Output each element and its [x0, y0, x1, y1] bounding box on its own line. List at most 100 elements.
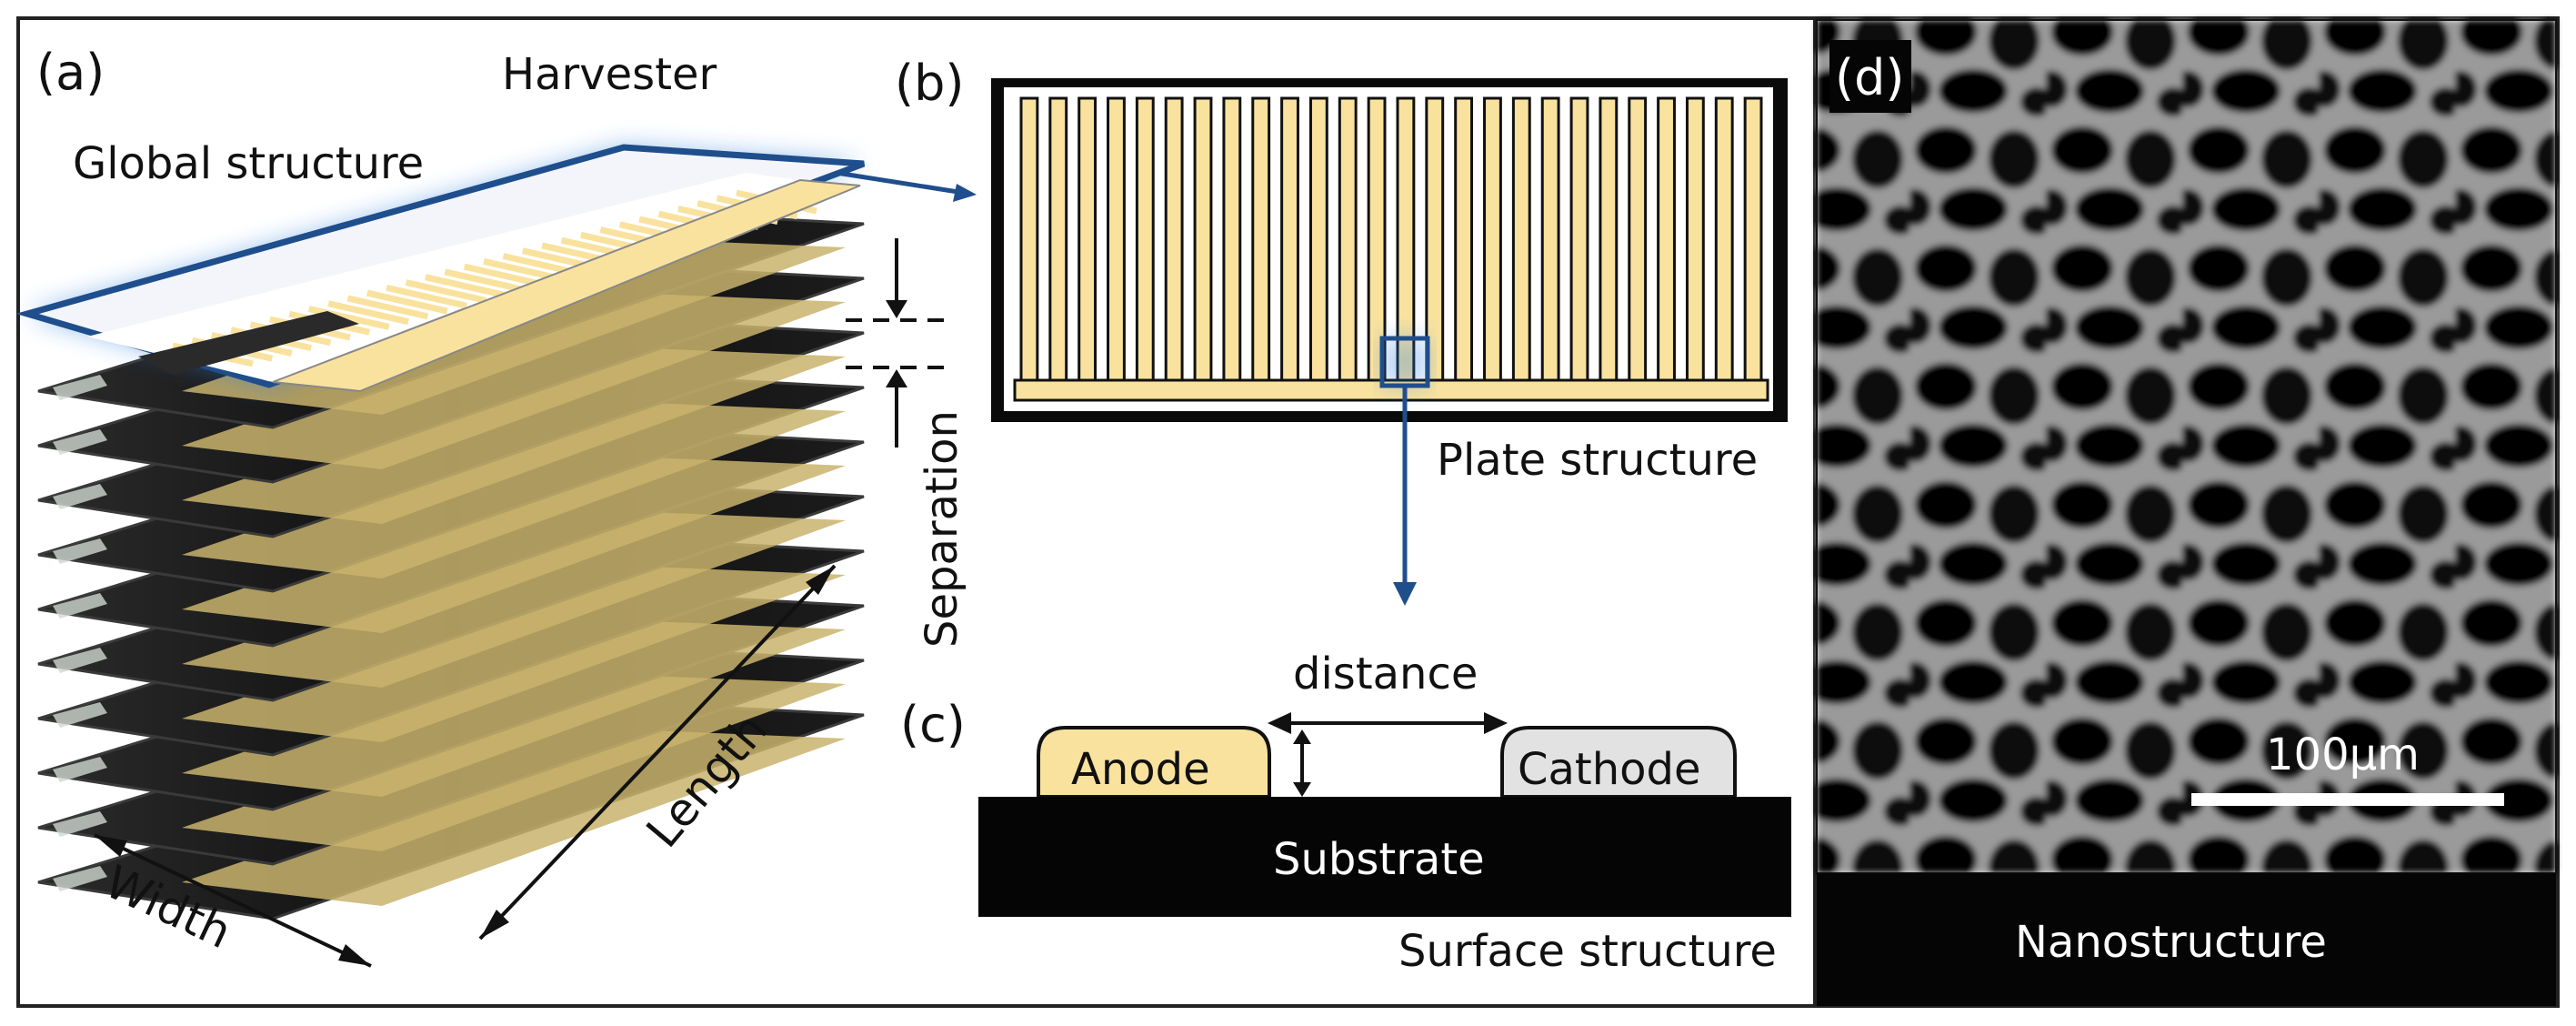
- arrowhead-icon: [480, 910, 509, 939]
- plate-electrode-band: [182, 347, 846, 524]
- comb-finger: [1714, 96, 1734, 382]
- electrode-finger: [425, 274, 506, 299]
- plate-electrode-band: [182, 511, 846, 688]
- comb-finger: [1338, 96, 1358, 382]
- plate-edge-highlight: [53, 484, 107, 509]
- arrowhead-icon: [1484, 712, 1508, 734]
- zoom-box-glow: [1382, 338, 1428, 386]
- panel-a-letter: (a): [36, 44, 105, 101]
- comb-finger: [1048, 96, 1068, 382]
- panel-d-letter: (d): [1835, 49, 1904, 106]
- comb-finger: [1483, 96, 1502, 382]
- comb-finger: [1222, 96, 1242, 382]
- top-plate-contact: [138, 311, 359, 375]
- comb-finger: [1425, 96, 1445, 382]
- comb-finger: [1135, 96, 1155, 382]
- panel-c-letter: (c): [900, 696, 966, 753]
- electrode-finger: [307, 306, 390, 330]
- substrate: [978, 797, 1791, 917]
- arrowhead-icon: [806, 566, 835, 595]
- sem-image: [1817, 20, 2556, 873]
- panel-a: (a) Harvester Global structure Separatio…: [15, 44, 977, 968]
- arrowhead-icon: [1293, 782, 1311, 797]
- arrowhead-icon: [1393, 582, 1417, 606]
- scale-bar: [2191, 793, 2504, 806]
- top-plate: [15, 144, 866, 393]
- plate-edge-highlight: [53, 757, 107, 782]
- comb-finger: [1685, 96, 1705, 382]
- plate-edge-highlight: [53, 648, 107, 673]
- anode-label: Anode: [1071, 744, 1210, 795]
- plate-structure-label: Plate structure: [1437, 435, 1758, 486]
- comb-finger: [1251, 96, 1271, 382]
- comb-finger: [1628, 96, 1648, 382]
- arrowhead-icon: [886, 300, 907, 318]
- figure-frame: [16, 16, 2560, 1008]
- distance-label: distance: [1293, 649, 1478, 699]
- cathode-label: Cathode: [1518, 744, 1701, 795]
- electrode-finger: [366, 289, 448, 315]
- comb-finger: [1164, 96, 1184, 382]
- comb-finger: [1454, 96, 1474, 382]
- panel-b: (b) Plate structure: [895, 55, 1788, 606]
- arrowhead-icon: [95, 835, 127, 857]
- anode-electrode: [1037, 726, 1271, 799]
- plate-edge-highlight: [53, 538, 107, 564]
- separation-indicator: Separation: [846, 238, 967, 648]
- nanostructure-label: Nanostructure: [2015, 917, 2327, 968]
- plate-edge-highlight: [53, 593, 107, 619]
- comb-finger: [1511, 96, 1531, 382]
- cathode-electrode: [1500, 726, 1737, 799]
- plate-edge-highlight: [53, 429, 107, 455]
- surface-structure-label: Surface structure: [1398, 926, 1777, 977]
- electrode-bus: [272, 178, 861, 393]
- electrode-finger: [346, 295, 429, 320]
- global-structure-label: Global structure: [73, 138, 424, 189]
- plate-edge-highlight: [53, 702, 107, 728]
- arrowhead-icon: [338, 944, 371, 966]
- plate-edge-highlight: [53, 866, 107, 891]
- comb-finger: [1078, 96, 1098, 382]
- zoom-connector-ab: [836, 170, 965, 196]
- comb-finger: [1540, 96, 1560, 382]
- plate-electrode-band: [182, 293, 846, 469]
- arrowhead-icon: [953, 184, 977, 202]
- panel-d: (d) 100µm Nanostructure: [1816, 19, 2557, 1006]
- substrate-label: Substrate: [1273, 834, 1485, 885]
- plate-edge-highlight: [53, 811, 107, 837]
- plate-electrode-band: [182, 402, 846, 578]
- comb-finger: [1599, 96, 1619, 382]
- electrode-finger: [327, 300, 409, 326]
- arrowhead-icon: [886, 369, 907, 387]
- plate-electrode-band: [182, 729, 846, 906]
- comb-finger: [1019, 96, 1039, 382]
- plate-electrode-band: [182, 620, 846, 797]
- plate-electrode-band: [182, 566, 846, 742]
- plate-electrode-band: [182, 457, 846, 633]
- nanostructure-caption-bg: [1817, 873, 2556, 1006]
- comb-finger: [1193, 96, 1213, 382]
- panel-b-letter: (b): [895, 55, 964, 112]
- plate-edge-highlight: [53, 375, 107, 400]
- scale-bar-label: 100µm: [2266, 729, 2420, 780]
- comb-finger: [1569, 96, 1589, 382]
- interdigitated-electrodes: [1013, 96, 1769, 402]
- panel-c: (c) distance Anode Cathode Substrate Sur…: [900, 649, 1791, 977]
- arrowhead-icon: [1293, 729, 1311, 744]
- electrode-finger: [444, 268, 526, 294]
- comb-finger: [1367, 96, 1387, 382]
- width-arrow-line: [94, 833, 372, 968]
- electrode-finger: [463, 263, 546, 288]
- separation-label: Separation: [917, 410, 967, 648]
- comb-finger: [1280, 96, 1299, 382]
- harvester-label: Harvester: [502, 49, 717, 100]
- comb-finger: [1743, 96, 1763, 382]
- comb-finger: [1657, 96, 1676, 382]
- panel-d-letter-bg: [1829, 40, 1911, 113]
- arrowhead-icon: [1268, 712, 1291, 734]
- electrode-finger: [405, 279, 487, 304]
- length-arrow-line: [478, 564, 837, 940]
- plate-electrode-band: [182, 675, 846, 851]
- comb-finger: [1308, 96, 1328, 382]
